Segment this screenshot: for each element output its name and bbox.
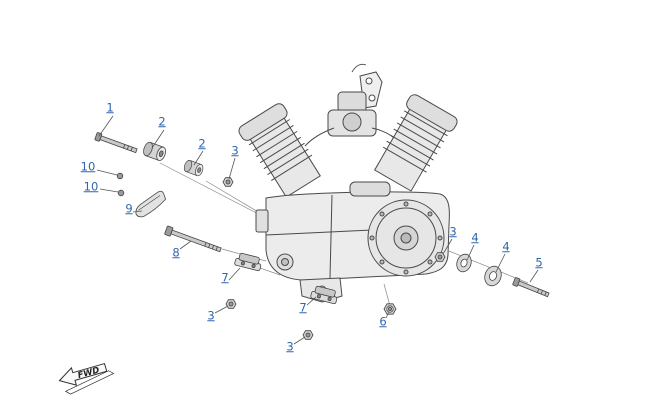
callout-9[interactable]: 9	[125, 201, 133, 216]
callout-4-a[interactable]: 4	[471, 230, 479, 245]
bushing-part-2a	[143, 141, 167, 161]
bolt-part-5	[512, 277, 550, 298]
callout-4-b[interactable]: 4	[502, 239, 510, 254]
callout-10-b[interactable]: 10	[83, 179, 99, 194]
callout-3-b[interactable]: 3	[207, 308, 215, 323]
bushing-part-4a	[456, 253, 472, 273]
clutch-cover	[367, 199, 445, 277]
callout-7-a[interactable]: 7	[221, 270, 229, 285]
callout-3-c[interactable]: 3	[286, 339, 294, 354]
callout-10-a[interactable]: 10	[80, 159, 96, 174]
nut-part-3a	[222, 177, 234, 187]
plate-part-9	[135, 190, 167, 218]
callout-8[interactable]: 8	[172, 245, 180, 260]
nut-part-3d	[434, 252, 446, 262]
callout-2-b[interactable]: 2	[198, 136, 206, 151]
mount-part-7a	[234, 252, 262, 272]
bushing-part-4b	[484, 265, 502, 287]
left-cylinder	[238, 103, 321, 198]
bolt-part-1	[94, 132, 138, 154]
nut-part-6	[383, 303, 397, 315]
nut-part-3c	[302, 330, 314, 340]
callout-7-b[interactable]: 7	[299, 300, 307, 315]
bolt-part-8	[164, 225, 222, 253]
fwd-label: FWD	[77, 365, 101, 381]
nut-part-3b	[225, 299, 237, 309]
washer-part-10a	[116, 172, 124, 180]
washer-part-10b	[117, 189, 125, 197]
callout-2-a[interactable]: 2	[158, 114, 166, 129]
callout-6[interactable]: 6	[379, 314, 387, 329]
mount-part-7b	[310, 285, 338, 305]
leader-lines	[96, 115, 539, 345]
intake-cluster	[304, 91, 399, 147]
callout-3-d[interactable]: 3	[449, 224, 457, 239]
engine-illustration	[238, 63, 458, 303]
callout-1[interactable]: 1	[106, 100, 114, 115]
fwd-arrow: FWD	[58, 362, 115, 395]
bushing-part-2b	[183, 159, 204, 177]
callout-3-a[interactable]: 3	[231, 143, 239, 158]
right-cylinder	[373, 94, 458, 192]
callout-5[interactable]: 5	[535, 255, 543, 270]
